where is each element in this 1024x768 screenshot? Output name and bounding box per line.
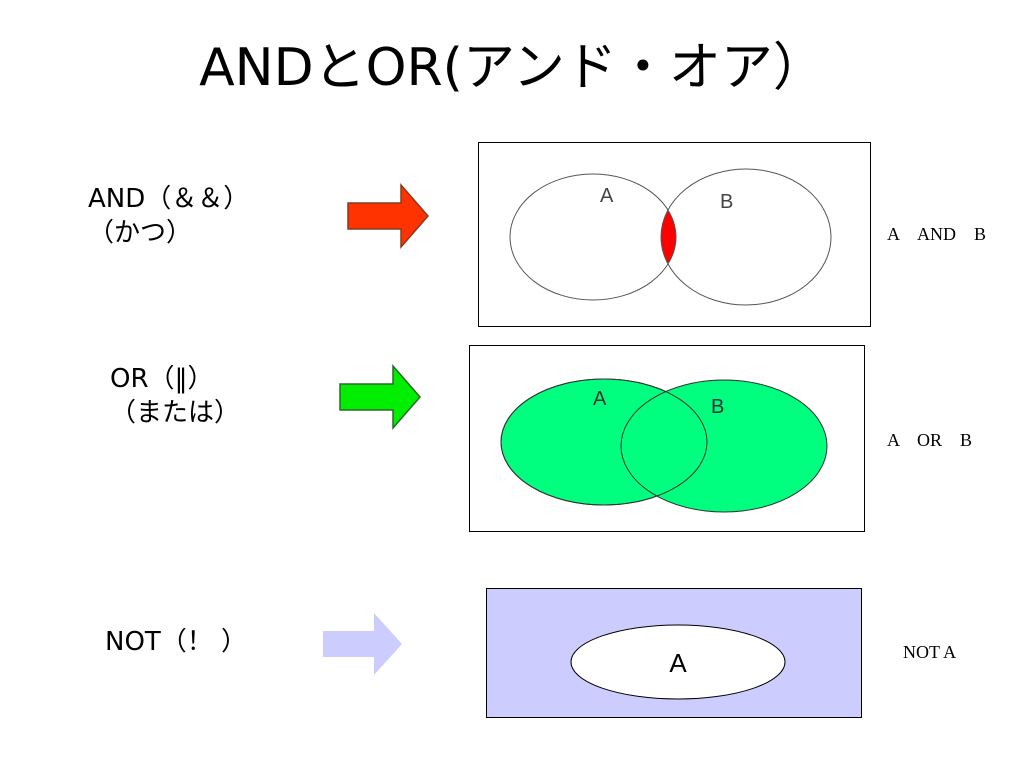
and-label-line1: AND（＆＆）	[88, 184, 250, 214]
and-set-b-ellipse	[660, 168, 832, 306]
or-arrow-icon	[339, 364, 421, 430]
and-label: AND（＆＆） （かつ）	[88, 182, 249, 250]
not-caption: NOT A	[903, 642, 957, 662]
not-label-line1: NOT（！ ）	[105, 627, 248, 657]
not-label: NOT（！ ）	[105, 625, 247, 659]
slide-title: ANDとOR(アンド・オア）	[199, 38, 825, 98]
or-set-b-label: B	[711, 396, 724, 418]
or-label-line2: （または）	[110, 398, 241, 428]
or-venn-diagram: A B	[469, 345, 865, 532]
or-label-line1: OR（‖）	[110, 364, 214, 394]
or-set-b-ellipse	[620, 379, 828, 513]
and-set-b-label: B	[720, 191, 733, 213]
and-label-line2: （かつ）	[88, 218, 193, 248]
and-venn-diagram: A B	[478, 142, 871, 327]
not-set-a-label: A	[669, 648, 687, 678]
and-arrow-icon	[347, 183, 429, 249]
or-label: OR（‖） （または）	[110, 362, 240, 430]
and-set-a-ellipse	[509, 173, 677, 301]
not-arrow-icon	[323, 613, 402, 675]
and-caption: A AND B	[887, 224, 987, 244]
not-venn-diagram: A	[486, 588, 862, 718]
and-set-a-label: A	[600, 185, 614, 207]
or-set-a-outline	[500, 378, 708, 506]
or-set-a-label: A	[593, 388, 607, 410]
or-caption: A OR B	[887, 430, 973, 450]
not-set-a-ellipse	[570, 624, 786, 700]
